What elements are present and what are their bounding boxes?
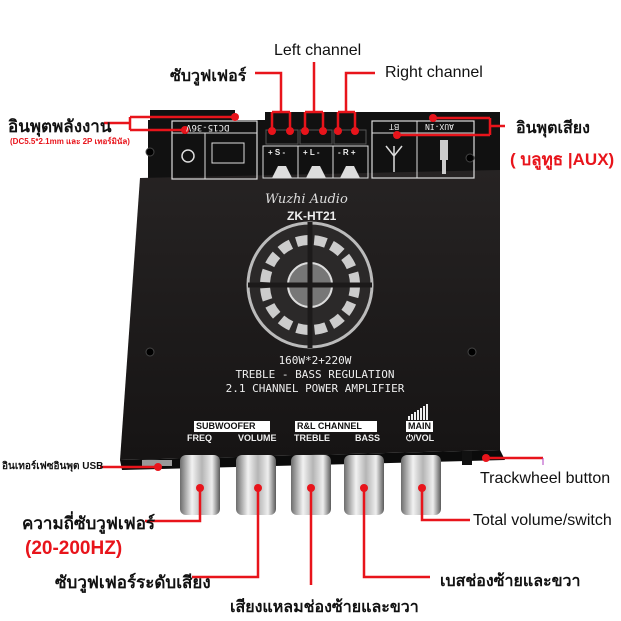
spec-text: 160W*2+220W TREBLE - BASS REGULATION 2.1… [200,354,430,396]
knob-label-freq: FREQ [187,433,213,443]
total-volume-label: Total volume/switch [473,512,612,529]
group-subwoofer: SUBWOOFER [196,421,256,431]
annotation-dots [154,113,490,492]
terminal-l: + L - [303,148,320,157]
model-name: ZK-HT21 [287,209,337,223]
group-rl-channel: R&L CHANNEL [297,421,362,431]
aux-label: AUX-IN [425,122,454,131]
spec-line: 2.1 CHANNEL POWER AMPLIFIER [225,382,405,395]
knob-label-main-vol: ⏻/VOL [406,433,435,443]
terminal-s: + S - [268,148,286,157]
right-channel-label: Right channel [385,64,483,81]
terminal-r: - R + [338,148,356,157]
annotation-lines [100,62,543,585]
knob-label-treble: TREBLE [294,433,330,443]
knob-label-volume: VOLUME [238,433,277,443]
left-channel-label: Left channel [274,42,362,59]
sub-freq-range: (20-200HZ) [25,538,123,559]
audio-input-label: อินพุตเสียง [516,120,590,137]
bt-label: BT [389,122,400,131]
sub-volume-label: ซับวูฟเฟอร์ระดับเสียง [55,573,211,592]
power-rating-label: DC15-36V [186,122,230,132]
trackwheel-label: Trackwheel button [480,470,611,487]
subwoofer-output-label: ซับวูฟเฟอร์ [170,68,247,85]
bass-label: เบสช่องซ้ายและขวา [440,573,581,590]
brand-logo: Wuzhi Audio [265,192,348,207]
usb-input-label: อินเทอร์เฟซอินพุต USB [2,461,104,472]
audio-input-note: ( บลูทูธ |AUX) [510,150,615,169]
group-main: MAIN [408,421,431,431]
knob-label-bass: BASS [355,433,381,443]
sub-freq-label: ความถี่ซับวูฟเฟอร์ [22,514,156,533]
trackwheel-switch [462,451,472,465]
treble-label: เสียงแหลมช่องซ้ายและขวา [230,599,419,616]
power-input-label: อินพุตพลังงาน [8,117,112,136]
spec-line: TREBLE - BASS REGULATION [235,368,395,381]
spec-line: 160W*2+220W [278,354,352,367]
power-input-note: (DC5.5*2.1mm และ 2P เทอร์มินัล) [10,137,130,146]
usb-port [142,460,172,466]
